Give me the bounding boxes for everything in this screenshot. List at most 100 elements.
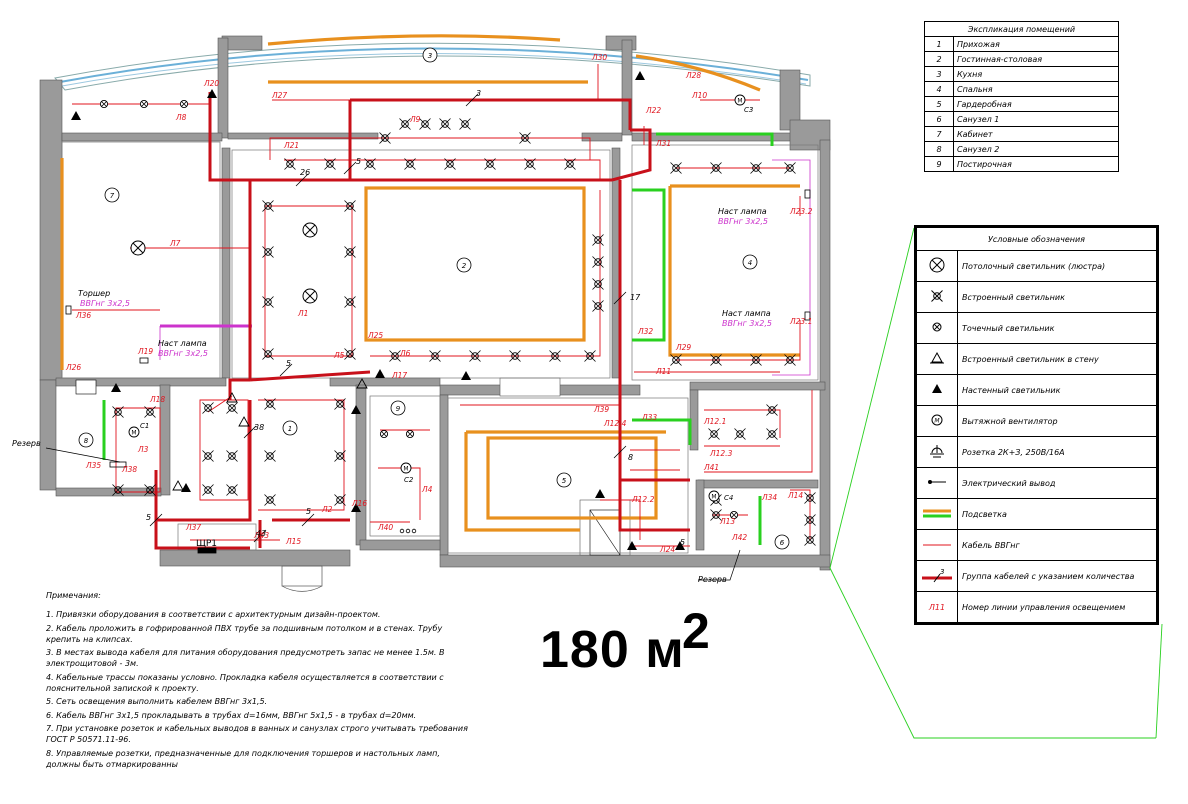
room-numbers: 3 2 4 7 1 9 5 8 6 xyxy=(78,47,790,550)
svg-text:Л28: Л28 xyxy=(685,71,701,80)
svg-text:Л40: Л40 xyxy=(377,523,393,532)
recessed-light-icon xyxy=(931,290,943,302)
legend-row: Л11 Номер линии управления освещением xyxy=(915,591,1158,624)
svg-text:Л38: Л38 xyxy=(121,465,137,474)
svg-text:Л15: Л15 xyxy=(285,537,301,546)
svg-text:5: 5 xyxy=(146,513,151,522)
svg-text:3: 3 xyxy=(476,89,481,98)
svg-text:5: 5 xyxy=(356,157,361,166)
legend-row: Кабель ВВГнг xyxy=(915,529,1158,561)
svg-text:1: 1 xyxy=(288,425,292,433)
svg-text:Л42: Л42 xyxy=(731,533,747,542)
spot-lights xyxy=(99,99,739,520)
chandelier-icon xyxy=(929,257,945,273)
svg-text:Л21: Л21 xyxy=(283,141,299,150)
note-item: 7. При установке розеток и кабельных выв… xyxy=(46,723,468,745)
svg-text:ВВГнг 3х2,5: ВВГнг 3х2,5 xyxy=(158,349,208,358)
entrance-door xyxy=(281,565,323,592)
svg-text:Наст лампа: Наст лампа xyxy=(158,339,207,348)
svg-text:Л37: Л37 xyxy=(185,523,201,532)
legend-title: Условные обозначения xyxy=(915,226,1158,251)
svg-text:5: 5 xyxy=(562,477,567,485)
legend-row: Точечный светильник xyxy=(915,312,1158,344)
svg-text:Л8: Л8 xyxy=(175,113,187,122)
legend-row: Встроенный светильник xyxy=(915,281,1158,313)
legend-row: M Вытяжной вентилятор xyxy=(915,405,1158,437)
legend-row: Потолочный светильник (люстра) xyxy=(915,250,1158,282)
svg-text:С1: С1 xyxy=(140,422,149,430)
backlight-line-icon xyxy=(923,509,951,518)
spot-light-icon xyxy=(932,322,942,332)
legend-row: Встроенный светильник в стену xyxy=(915,343,1158,375)
svg-text:5: 5 xyxy=(286,359,291,368)
svg-text:4: 4 xyxy=(748,259,752,267)
svg-text:Л34: Л34 xyxy=(761,493,777,502)
svg-text:Л17: Л17 xyxy=(391,371,407,380)
svg-text:3: 3 xyxy=(940,568,944,576)
svg-text:Л11: Л11 xyxy=(655,367,671,376)
svg-text:Л5: Л5 xyxy=(333,351,345,360)
line-labels: Л1 Л2 Л3 Л4 Л5 Л6 Л7 Л8 Л9 Л10 Л11 Л12.1… xyxy=(65,53,813,554)
svg-text:Л22: Л22 xyxy=(645,106,661,115)
svg-text:Л19: Л19 xyxy=(137,347,153,356)
svg-text:Л14: Л14 xyxy=(787,491,803,500)
svg-text:Наст лампа: Наст лампа xyxy=(718,207,767,216)
svg-text:2: 2 xyxy=(462,262,467,270)
svg-text:Л24: Л24 xyxy=(659,545,675,554)
svg-text:8: 8 xyxy=(84,437,89,445)
lamp-labels: Наст лампа ВВГнг 3х2,5 Наст лампа ВВГнг … xyxy=(78,207,772,358)
green-lines xyxy=(102,132,774,545)
fan-labels: С1 С2 С3 С4 xyxy=(140,106,753,502)
svg-text:17: 17 xyxy=(630,293,641,302)
svg-text:Л13: Л13 xyxy=(719,517,735,526)
legend-row: Электрический вывод xyxy=(915,467,1158,499)
note-item: 1. Привязки оборудования в соответствии … xyxy=(46,610,381,620)
svg-text:Л26: Л26 xyxy=(65,363,81,372)
svg-text:Л27: Л27 xyxy=(271,91,287,100)
group-counts: 3 5 26 5 17 5 38 8 5 5 43 xyxy=(146,89,685,547)
cable-groups xyxy=(154,92,690,550)
svg-text:Торшер: Торшер xyxy=(78,289,110,298)
svg-text:С2: С2 xyxy=(404,476,414,484)
shield-label: ЩР1 xyxy=(196,539,217,549)
legend-row: Настенный светильник xyxy=(915,374,1158,406)
svg-text:Л16: Л16 xyxy=(351,499,367,508)
note-item: 5. Сеть освещения выполнить кабелем ВВГн… xyxy=(46,697,268,707)
wall-light-icon xyxy=(932,384,942,393)
svg-text:Л4: Л4 xyxy=(421,485,433,494)
note-item: 3. В местах вывода кабеля для питания об… xyxy=(46,648,445,669)
note-item: 8. Управляемые розетки, предназначенные … xyxy=(46,748,440,769)
svg-text:Л12.4: Л12.4 xyxy=(603,419,627,428)
svg-text:Л41: Л41 xyxy=(703,463,719,472)
explication-title: Экспликация помещений xyxy=(924,21,1119,37)
svg-text:Л35: Л35 xyxy=(85,461,101,470)
cable-line-icon xyxy=(923,544,951,545)
backlight-lines xyxy=(60,34,800,532)
svg-text:Л33: Л33 xyxy=(641,413,657,422)
area-label: 180 м 2 xyxy=(540,603,710,680)
notes: Примечания: 1. Привязки оборудования в с… xyxy=(46,590,476,772)
wall-recessed-light-icon xyxy=(930,351,944,364)
legend-row: Подсветка xyxy=(915,498,1158,530)
svg-text:Л23.2: Л23.2 xyxy=(789,207,813,216)
svg-text:Л10: Л10 xyxy=(691,91,707,100)
walls xyxy=(39,35,831,571)
svg-text:Л30: Л30 xyxy=(591,53,607,62)
svg-text:ВВГнг 3х2,5: ВВГнг 3х2,5 xyxy=(718,217,768,226)
svg-text:Л2: Л2 xyxy=(321,505,333,514)
svg-text:Наст лампа: Наст лампа xyxy=(722,309,771,318)
svg-text:Л25: Л25 xyxy=(367,331,383,340)
svg-text:3: 3 xyxy=(428,52,432,60)
svg-text:С3: С3 xyxy=(744,106,753,114)
legend-row: 3 Группа кабелей с указанием количества xyxy=(915,560,1158,592)
svg-text:Л3: Л3 xyxy=(137,445,149,454)
legend-row: Розетка 2К+З, 250В/16А xyxy=(915,436,1158,468)
electric-outlet-icon xyxy=(928,480,946,484)
svg-text:6: 6 xyxy=(780,539,785,547)
reserve-label-left: Резерв xyxy=(12,439,41,448)
